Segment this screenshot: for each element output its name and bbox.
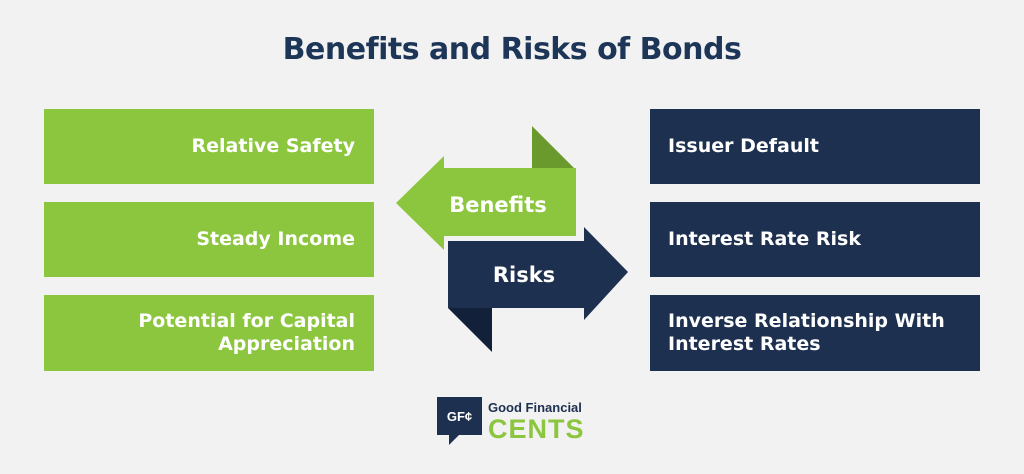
logo-badge-text: GF¢ — [447, 409, 472, 424]
risk-label: Interest Rate Risk — [668, 228, 861, 250]
logo-line1: Good Financial — [488, 399, 582, 415]
benefits-arrow — [396, 156, 576, 250]
benefit-box-steady-income: Steady Income — [44, 202, 374, 277]
benefit-label: Steady Income — [196, 228, 355, 250]
risk-box-issuer-default: Issuer Default — [650, 109, 980, 184]
benefit-label: Potential for Capital Appreciation — [138, 310, 355, 355]
good-financial-cents-logo: GF¢ Good Financial CENTS — [437, 397, 585, 445]
benefits-arrow-fold — [532, 126, 574, 168]
benefit-box-relative-safety: Relative Safety — [44, 109, 374, 184]
risk-label: Inverse Relationship With Interest Rates — [668, 310, 945, 355]
benefit-box-capital-appreciation: Potential for Capital Appreciation — [44, 295, 374, 371]
risk-box-interest-rate-risk: Interest Rate Risk — [650, 202, 980, 277]
benefits-arrow-label: Benefits — [449, 193, 547, 217]
logo-line2: CENTS — [488, 413, 585, 444]
risk-label: Issuer Default — [668, 135, 819, 157]
exchange-arrows: Benefits Risks — [396, 126, 628, 352]
risk-box-inverse-relationship: Inverse Relationship With Interest Rates — [650, 295, 980, 371]
logo-badge-icon: GF¢ — [437, 397, 482, 445]
benefit-label: Relative Safety — [191, 135, 355, 157]
page-title: Benefits and Risks of Bonds — [282, 32, 742, 67]
risks-arrow-label: Risks — [493, 263, 555, 287]
risks-arrow — [448, 227, 628, 320]
risks-arrow-fold — [448, 308, 492, 352]
